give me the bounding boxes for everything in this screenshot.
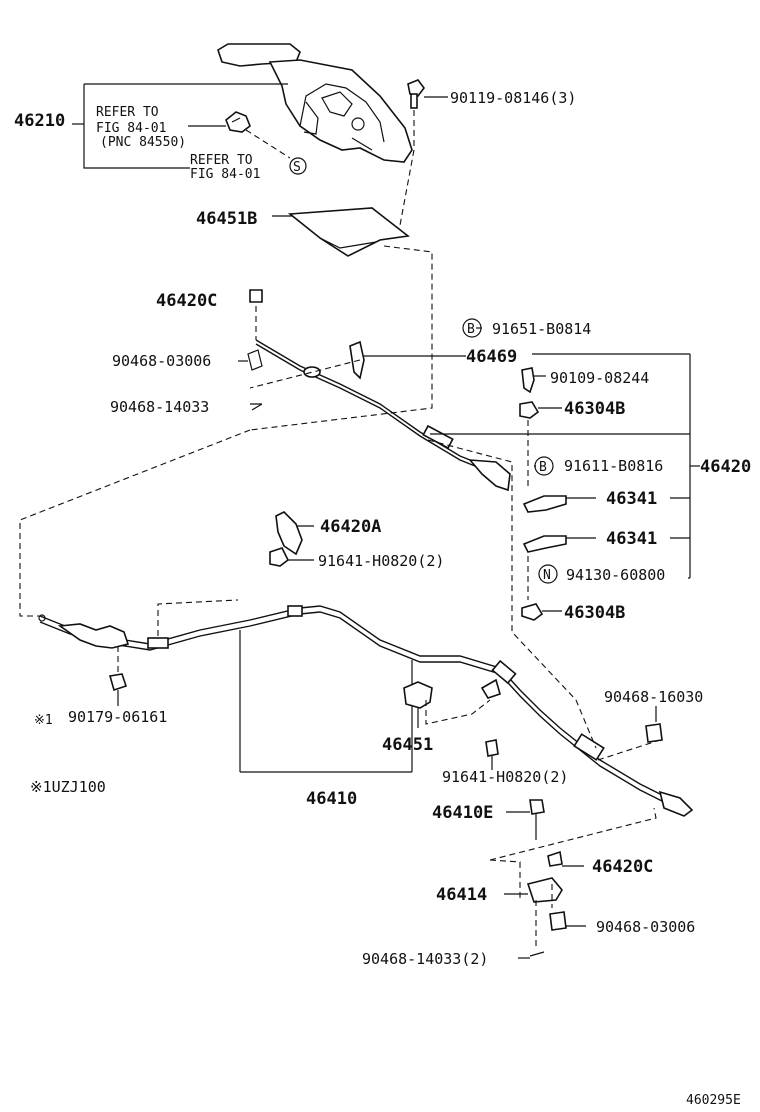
label-46451: 46451 [382,735,433,755]
label-note1-marker: ※1 [34,713,53,728]
badge-n-circle [538,564,558,584]
leader-dashed-left [19,429,251,617]
front-cable [238,289,511,492]
label-46469: 46469 [466,347,517,367]
clip-small-top [225,111,251,133]
rear-bracket-hardware [489,799,657,959]
label-46451B: 46451B [196,209,257,229]
label-46414: 46414 [436,885,487,905]
label-46341-b: 46341 [606,529,657,549]
badge-s-text: S [293,160,301,175]
label-94130: 94130-60800 [566,566,665,584]
label-90468-14033-top: 90468-14033 [110,398,209,416]
label-91651: 91651-B0814 [492,320,591,338]
badge-s-circle [289,157,307,175]
bolt-90119-icon [397,79,448,237]
label-90179: 90179-06161 [68,708,167,726]
label-refer2-line2: FIG 84-01 [190,167,260,182]
label-91611: 91611-B0816 [564,457,663,475]
bracket-46420-group [430,353,700,621]
label-90119: 90119-08146(3) [450,89,576,107]
label-90109: 90109-08244 [550,369,649,387]
rear-cable-46410 [38,439,694,817]
label-refer1-line1: REFER TO [96,105,159,120]
badge-b1-circle [462,318,482,338]
label-refer1-line3: (PNC 84550) [100,135,186,150]
label-46420: 46420 [700,457,751,477]
refer-box-bracket [72,83,291,169]
label-46410: 46410 [306,789,357,809]
label-90468-03006-top: 90468-03006 [112,352,211,370]
label-90468-14033-bot: 90468-14033(2) [362,950,488,968]
label-46420C-bot: 46420C [592,857,653,877]
label-46304B-bot: 46304B [564,603,625,623]
label-refer1-line2: FIG 84-01 [96,121,166,136]
label-90468-16030: 90468-16030 [604,688,703,706]
label-46410E: 46410E [432,803,493,823]
label-91641-top: 91641-H0820(2) [318,552,444,570]
badge-n-text: N [543,568,551,583]
label-46210: 46210 [14,111,65,131]
clamp-46451 [403,678,501,770]
label-46420A: 46420A [320,517,381,537]
badge-b2-circle [534,456,554,476]
label-90468-03006-bot: 90468-03006 [596,918,695,936]
label-46420C-top: 46420C [156,291,217,311]
badge-b2-text: B [539,460,547,475]
bolt-90179-icon [108,646,128,706]
label-refer2-line1: REFER TO [190,153,253,168]
badge-b1-text: B [467,322,475,337]
label-91641-bot: 91641-H0820(2) [442,768,568,786]
bracket-46451B [249,207,433,431]
figure-id: 460295E [686,1093,741,1108]
label-46341-a: 46341 [606,489,657,509]
parking-brake-lever [217,43,413,163]
bracket-46420A [269,511,314,567]
clip-90468-16030 [645,706,663,743]
label-46304B-top: 46304B [564,399,625,419]
label-note-uzj: ※1UZJ100 [30,778,106,796]
